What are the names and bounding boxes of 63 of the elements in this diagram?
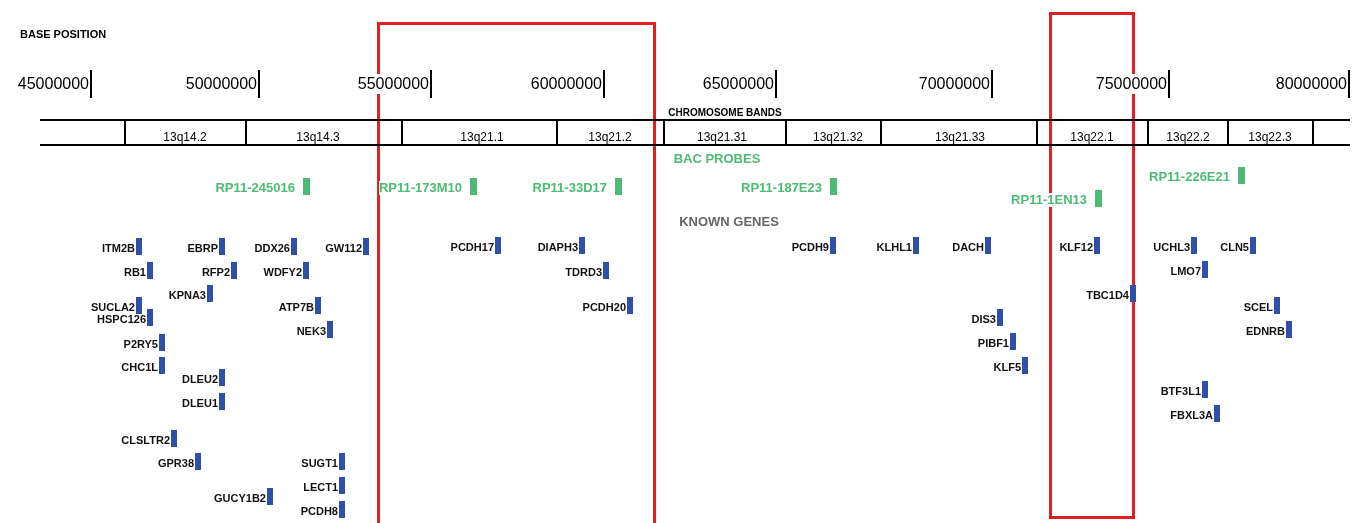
- band-label: 13q14.2: [162, 130, 208, 144]
- gene-label: LECT1: [303, 480, 338, 494]
- track-title: BAC PROBES: [672, 152, 762, 166]
- band-label: 13q14.3: [295, 130, 341, 144]
- band-label: 13q21.1: [459, 130, 505, 144]
- track-title: KNOWN GENES: [678, 215, 780, 229]
- gene-label: FBXL3A: [1170, 408, 1213, 422]
- gene-label: TBC1D4: [1086, 288, 1129, 302]
- band-label: 13q22.1: [1069, 130, 1115, 144]
- probe-label: RP11-187E23: [741, 181, 822, 195]
- gene-label: KLHL1: [876, 240, 912, 254]
- probe-label: RP11-226E21: [1149, 170, 1230, 184]
- gene-label: PCDH9: [791, 240, 829, 254]
- gene-label: DIS3: [971, 312, 996, 326]
- gene-label: DDX26: [254, 241, 290, 255]
- probe-label: RP11-1EN13: [1011, 193, 1087, 207]
- gene-label: DACH: [952, 240, 984, 254]
- gene-label: DIAPH3: [537, 240, 578, 254]
- gene-label: RFP2: [201, 265, 230, 279]
- gene-label: CHC1L: [121, 360, 158, 374]
- gene-label: EBRP: [187, 241, 218, 255]
- gene-label: SCEL: [1243, 300, 1273, 314]
- gene-label: SUGT1: [301, 456, 338, 470]
- probe-label: RP11-173M10: [378, 181, 462, 195]
- gene-label: CLSLTR2: [121, 433, 170, 447]
- gene-label: KPNA3: [168, 288, 206, 302]
- gene-label: ATP7B: [278, 300, 314, 314]
- gene-label: PCDH20: [582, 300, 626, 314]
- gene-label: GPR38: [157, 456, 194, 470]
- band-label: 13q22.3: [1247, 130, 1293, 144]
- gene-label: BTF3L1: [1160, 384, 1201, 398]
- gene-label: HSPC126: [97, 312, 146, 326]
- tick-label: 75000000: [1095, 74, 1167, 94]
- gene-label: PIBF1: [977, 336, 1009, 350]
- gene-label: KLF5: [993, 360, 1021, 374]
- gene-label: GW112: [325, 241, 362, 255]
- band-label: 13q21.32: [811, 130, 865, 144]
- probe-label: RP11-245016: [215, 181, 295, 195]
- band-label: 13q21.33: [933, 130, 987, 144]
- gene-label: KLF12: [1059, 240, 1093, 254]
- band-label: 13q21.31: [695, 130, 749, 144]
- gene-label: SUCLA2: [91, 300, 135, 314]
- probe-label: RP11-33D17: [532, 181, 607, 195]
- gene-label: NEK3: [296, 324, 326, 338]
- gene-label: LMO7: [1170, 264, 1201, 278]
- gene-label: WDFY2: [263, 265, 302, 279]
- gene-label: P2RY5: [123, 337, 158, 351]
- track-title: CHROMOSOME BANDS: [667, 106, 783, 120]
- gene-label: EDNRB: [1245, 324, 1285, 338]
- gene-label: ITM2B: [102, 241, 135, 255]
- gene-label: CLN5: [1220, 240, 1249, 254]
- gene-label: PCDH17: [450, 240, 494, 254]
- tick-label: 55000000: [357, 74, 429, 94]
- gene-label: PCDH8: [300, 504, 338, 518]
- gene-label: GUCY1B2: [214, 491, 266, 505]
- gene-label: DLEU2: [181, 372, 218, 386]
- band-label: 13q22.2: [1165, 130, 1211, 144]
- gene-label: RB1: [124, 265, 146, 279]
- gene-label: TDRD3: [565, 265, 602, 279]
- gene-label: UCHL3: [1153, 240, 1190, 254]
- band-label: 13q21.2: [587, 130, 633, 144]
- gene-label: DLEU1: [181, 396, 218, 410]
- axis-title: BASE POSITION: [20, 27, 107, 41]
